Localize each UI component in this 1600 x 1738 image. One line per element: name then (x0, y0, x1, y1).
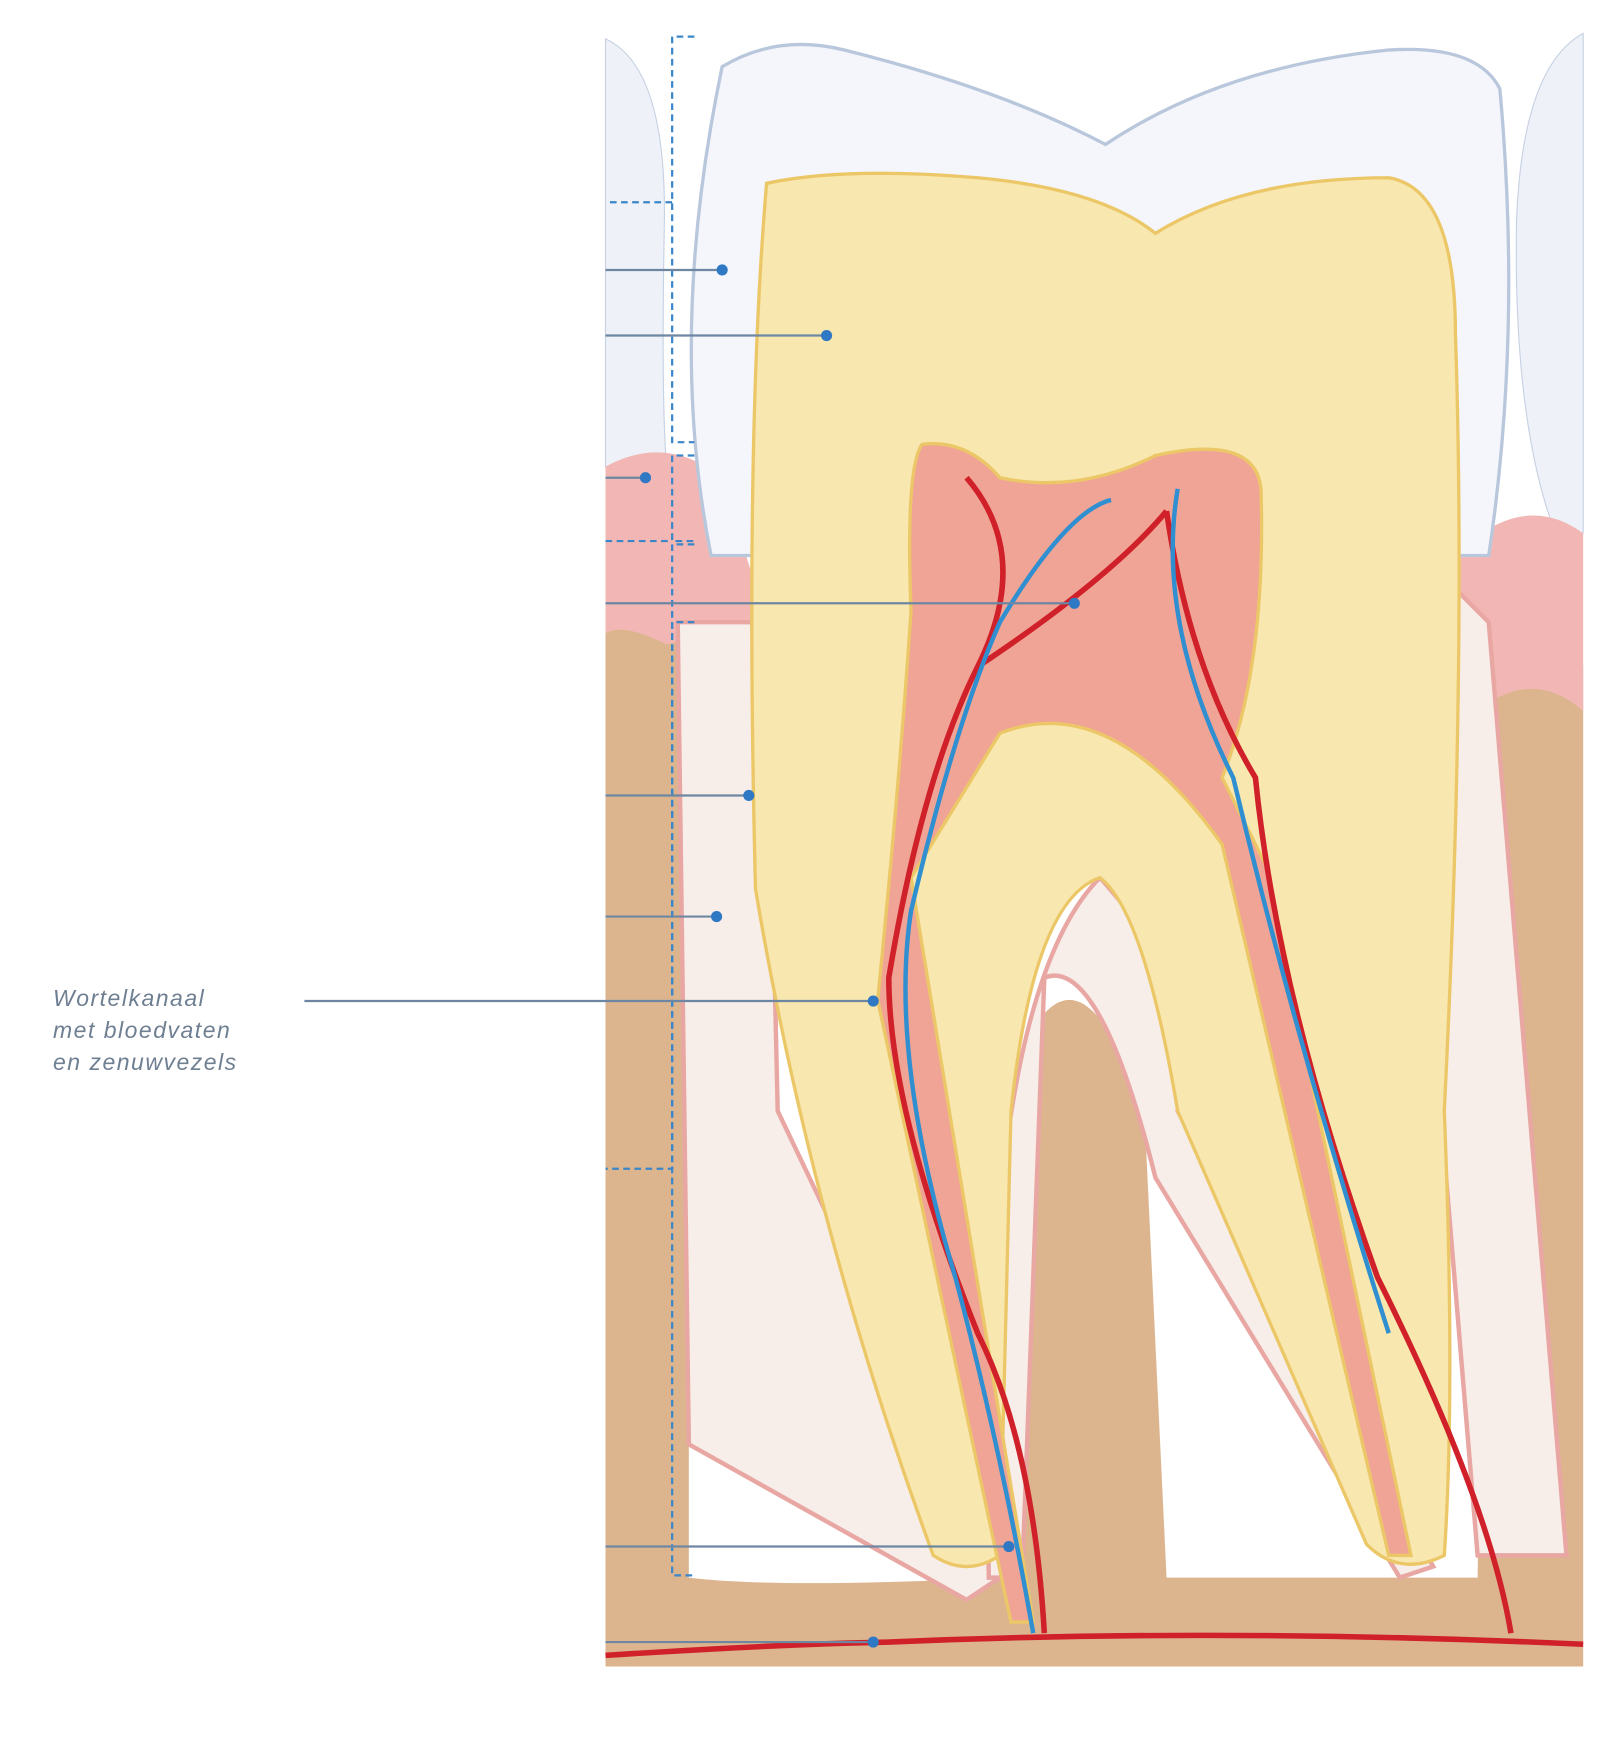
root-canal-label-line-1: Wortelkanaal (53, 985, 206, 1011)
pulp-chamber (876, 442, 1414, 1624)
region-brackets (605, 35, 695, 1577)
neighbor-tooth-left (604, 38, 668, 468)
root-canal-label-line-2: met bloedvaten (53, 1017, 232, 1043)
root-canal-label-line-3: en zenuwvezels (53, 1049, 238, 1075)
jaw-bone (605, 613, 1584, 1667)
blood-vessel-base (605, 1632, 1584, 1659)
root-canal-label: Wortelkanaal met bloedvaten en zenuwveze… (53, 982, 238, 1078)
leader-lines (304, 264, 1080, 1648)
root-canal-pointer-dot (867, 995, 879, 1007)
artery (886, 475, 1514, 1634)
neighbor-tooth-right (1515, 32, 1584, 534)
vein (903, 488, 1391, 1634)
